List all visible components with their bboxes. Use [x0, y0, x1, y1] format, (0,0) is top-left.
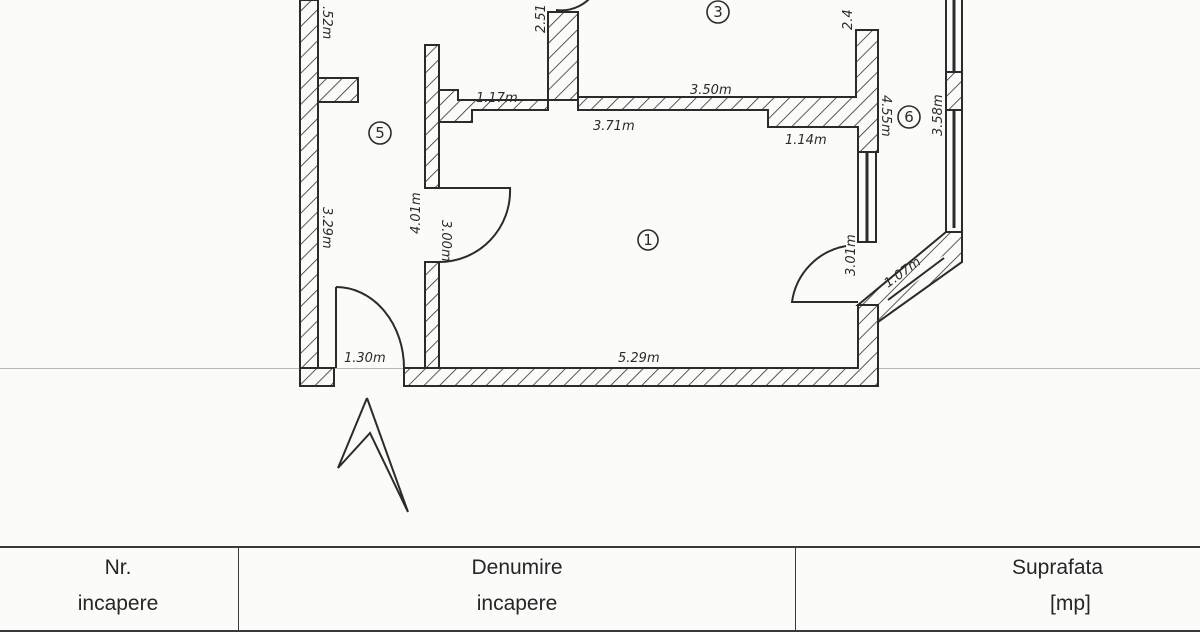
north-arrow-icon	[338, 398, 408, 512]
room-number-6: 6	[904, 108, 914, 126]
dim-right-wall: 4.55m	[878, 95, 893, 137]
wall-bottom-left	[300, 368, 334, 386]
dim-right-partial: 2.4	[841, 9, 856, 30]
dim-hall-wall: 4.01m	[409, 192, 424, 234]
floor-plan: 5 3 1 6 .52m 3.29m 1.30m 4.01m 3.00m 1.1…	[0, 0, 1200, 545]
dim-right-short: 1.14m	[785, 133, 827, 148]
wall-bottom	[404, 305, 878, 386]
dim-top-left: .52m	[319, 6, 334, 39]
header-room-number: Nr. incapere	[0, 547, 239, 631]
header-room-name: Denumire incapere	[239, 547, 796, 631]
dim-window-wall: 3.58m	[931, 94, 946, 136]
room-number-3: 3	[713, 3, 723, 21]
table-header-row: Nr. incapere Denumire incapere Suprafata…	[0, 547, 1200, 631]
wall-stub-left	[318, 78, 358, 102]
wall-hall-lower	[425, 262, 439, 370]
dim-entry-width: 1.30m	[344, 351, 386, 366]
dim-door-1: 3.00m	[438, 220, 453, 262]
wall-left-outer	[300, 0, 318, 386]
wall-upper-pier	[548, 12, 578, 100]
dim-top-span: 3.50m	[690, 83, 732, 98]
dim-upper-partial: 2.51	[534, 4, 549, 33]
dim-left-wall: 3.29m	[319, 207, 334, 249]
room-number-1: 1	[643, 231, 653, 249]
room-table: Nr. incapere Denumire incapere Suprafata…	[0, 546, 1200, 632]
room-number-5: 5	[375, 124, 385, 142]
dim-door-right: 3.01m	[844, 234, 859, 276]
dim-inner-top: 3.71m	[593, 119, 635, 134]
header-surface: Suprafata [mp]	[796, 547, 1200, 631]
dim-bottom-wall: 5.29m	[618, 351, 660, 366]
wall-hall-upper	[425, 45, 439, 188]
dim-upper-short: 1.17m	[476, 91, 518, 106]
door-top-arc	[556, 0, 596, 10]
